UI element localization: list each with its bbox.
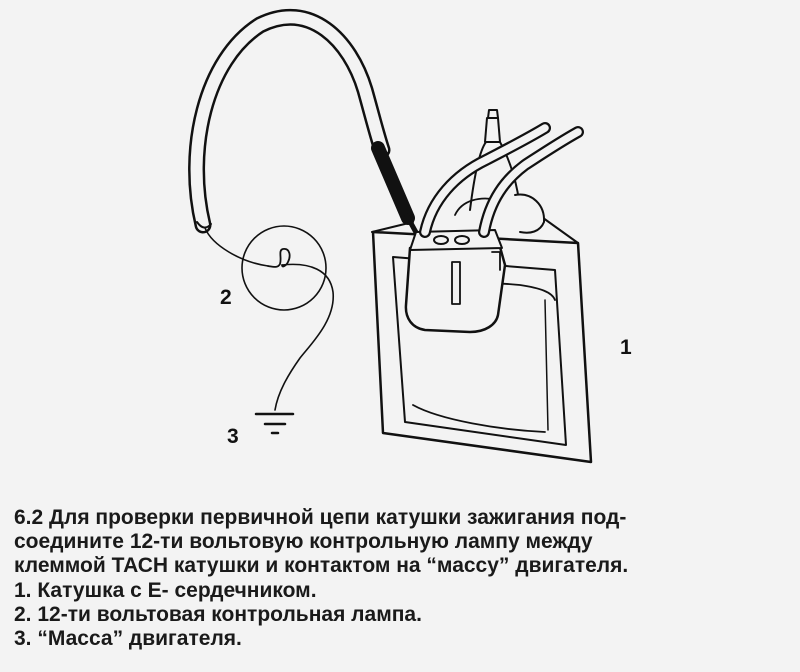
callout-lamp: 2 <box>220 286 232 309</box>
test-lamp-icon <box>241 225 327 311</box>
ignition-coil <box>371 109 593 464</box>
caption-line-3: клеммой ТАСН катушки и контактом на “мас… <box>14 554 629 577</box>
probe-cable <box>188 8 421 239</box>
legend-item-coil: 1. Катушка с Е- сердечником. <box>14 579 317 602</box>
caption-line-2: соедините 12-ти вольтовую контрольную ла… <box>14 530 593 553</box>
ground-icon <box>254 412 295 435</box>
caption-line-1: 6.2 Для проверки первичной цепи катушки … <box>14 506 627 529</box>
lamp-wire <box>204 227 334 411</box>
legend-item-lamp: 2. 12-ти вольтовая контрольная лампа. <box>14 603 422 626</box>
legend-item-ground: 3. “Масса” двигателя. <box>14 627 242 650</box>
callout-coil: 1 <box>620 336 632 359</box>
callout-ground: 3 <box>227 425 239 448</box>
ignition-coil-test-diagram <box>188 8 593 464</box>
